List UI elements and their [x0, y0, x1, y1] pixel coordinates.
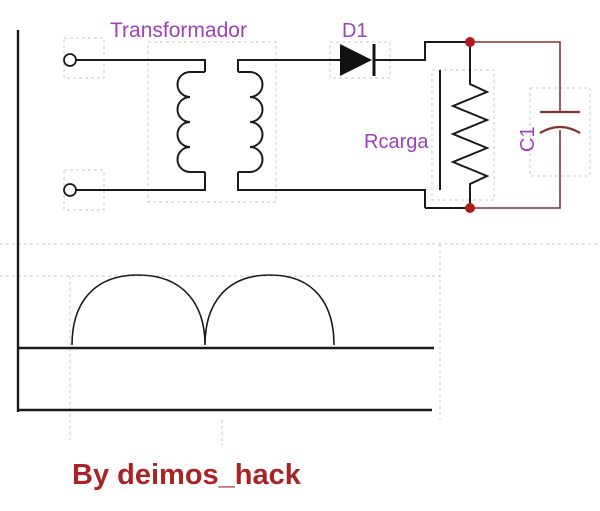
credit-text: By deimos_hack [72, 459, 302, 491]
transformer-guide [147, 41, 277, 203]
input-terminal-bottom [63, 183, 77, 197]
node-bottom [465, 203, 475, 213]
secondary-lead-bottom [237, 172, 426, 208]
waveform-plot [16, 30, 434, 412]
transformer-label: Transformador [110, 19, 247, 42]
primary-lead-top [76, 59, 206, 72]
diode-output-wire [374, 41, 470, 61]
diode [340, 41, 470, 76]
input-terminals [63, 53, 77, 197]
primary-coil [176, 71, 205, 173]
capacitor-plate-bottom [539, 125, 581, 134]
transformer [76, 59, 426, 208]
output-rails [425, 70, 470, 209]
capacitor-wire-bottom [470, 130, 561, 209]
capacitor [470, 41, 581, 209]
capacitor-wire-top [470, 41, 561, 112]
primary-lead-bottom [76, 172, 206, 191]
capacitor-label: C1 [517, 126, 539, 152]
grid-guides [0, 37, 600, 445]
junction-nodes [465, 37, 475, 213]
load-label: Rcarga [364, 131, 429, 153]
input-terminal-top [63, 53, 77, 67]
secondary-lead-top [237, 59, 340, 72]
secondary-coil [238, 71, 264, 173]
load-resistor [450, 42, 490, 208]
diode-label: D1 [342, 20, 368, 42]
resistor-guide [431, 69, 495, 201]
resistor-zigzag [450, 42, 490, 208]
node-top [465, 37, 475, 47]
diode-triangle [340, 44, 372, 76]
rectified-waveform [71, 274, 335, 346]
